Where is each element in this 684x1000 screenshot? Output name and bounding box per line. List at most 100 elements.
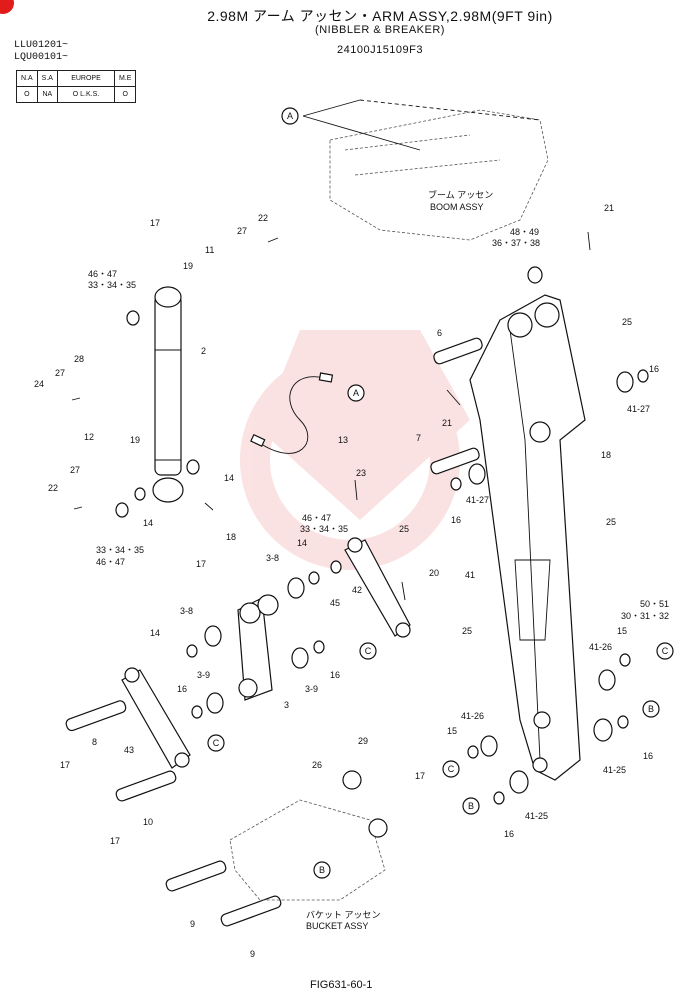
label-14-c: 14 <box>297 538 307 548</box>
label-18-b: 18 <box>601 450 611 460</box>
label-25-c: 25 <box>606 517 616 527</box>
label-27-a: 27 <box>237 226 247 236</box>
label-3-8-a: 3-8 <box>266 553 279 563</box>
callout-b-lower: B <box>468 801 474 811</box>
region-value-me: O <box>113 86 137 103</box>
label-26: 26 <box>312 760 322 770</box>
label-50-51: 50・51 <box>640 599 669 609</box>
label-25-b: 25 <box>399 524 409 534</box>
label-15-a: 15 <box>617 626 627 636</box>
label-41-27-b: 41-27 <box>466 495 489 505</box>
callout-a-boom: A <box>287 111 293 121</box>
label-9-b: 9 <box>250 949 255 959</box>
region-value-sa: NA <box>36 86 58 103</box>
label-33-35-a: 33・34・35 <box>88 280 136 290</box>
label-41-25-a: 41-25 <box>603 765 626 775</box>
label-41-26-a: 41-26 <box>589 642 612 652</box>
label-11: 11 <box>205 245 214 255</box>
callout-c-lower: C <box>448 764 455 774</box>
label-46-47-c: 46・47 <box>96 557 125 567</box>
bucket-assy-label: BUCKET ASSY <box>306 921 368 931</box>
label-28: 28 <box>74 354 84 364</box>
label-16-c: 16 <box>330 670 340 680</box>
bolts <box>71 231 591 601</box>
corner-marker <box>0 0 14 14</box>
label-46-47-b: 46・47 <box>302 513 331 523</box>
bucket-assy-jp: バケット アッセン <box>306 910 381 920</box>
label-17-d: 17 <box>110 836 120 846</box>
label-33-35-c: 33・34・35 <box>96 545 144 555</box>
hydraulic-hose <box>257 376 326 454</box>
bucket-outline <box>229 770 388 901</box>
label-48-49: 48・49 <box>510 227 539 237</box>
figure-id: FIG631-60-1 <box>310 979 373 991</box>
label-41-27-a: 41-27 <box>627 404 650 414</box>
boom-assy-jp: ブーム アッセン <box>428 189 493 200</box>
label-43: 43 <box>124 745 134 755</box>
region-value-row: O NA O L.K.S. O <box>16 86 137 103</box>
label-21-b: 21 <box>442 418 452 428</box>
label-27-b: 27 <box>55 368 65 378</box>
label-16-d: 16 <box>177 684 187 694</box>
boom-assy-label: BOOM ASSY <box>430 202 484 212</box>
label-14-b: 14 <box>143 518 153 528</box>
label-3-9-a: 3-9 <box>197 670 210 680</box>
region-header-row: N.A S.A EUROPE M.E <box>16 70 137 87</box>
pins <box>65 337 483 927</box>
label-21-a: 21 <box>604 203 614 213</box>
boom-outline <box>302 99 549 241</box>
callout-b-arm: B <box>648 704 654 714</box>
label-16-f: 16 <box>504 829 514 839</box>
label-16-b: 16 <box>451 515 461 525</box>
label-24: 24 <box>34 379 44 389</box>
label-14-a: 14 <box>224 473 234 483</box>
label-22-b: 22 <box>48 483 58 493</box>
label-8: 8 <box>92 737 97 747</box>
label-3-9-b: 3-9 <box>305 684 318 694</box>
label-7: 7 <box>416 433 421 443</box>
label-17-a: 17 <box>150 218 160 228</box>
label-16-a: 16 <box>649 364 659 374</box>
hydraulic-cylinder <box>152 286 184 503</box>
label-18-a: 18 <box>226 532 236 542</box>
label-36-38: 36・37・38 <box>492 238 540 248</box>
label-41-26-b: 41-26 <box>461 711 484 721</box>
label-29: 29 <box>358 736 368 746</box>
label-17-c: 17 <box>60 760 70 770</box>
label-19-a: 19 <box>183 261 193 271</box>
diagram-subtitle: (NIBBLER & BREAKER) <box>315 24 445 36</box>
link-assembly <box>121 537 411 769</box>
callout-c-pin: C <box>213 738 220 748</box>
label-10: 10 <box>143 817 153 827</box>
label-25-d: 25 <box>462 626 472 636</box>
label-22-a: 22 <box>258 213 268 223</box>
label-13: 13 <box>338 435 348 445</box>
callout-markers: A A B B B C C C C <box>207 107 674 879</box>
label-2: 2 <box>201 346 206 356</box>
callout-c-link: C <box>365 646 372 656</box>
bushings-and-washers <box>115 266 649 805</box>
assembly-part-number: 24100J15109F3 <box>336 44 423 56</box>
label-27-c: 27 <box>70 465 80 475</box>
label-20: 20 <box>429 568 439 578</box>
callout-a-hose: A <box>353 388 359 398</box>
label-6: 6 <box>437 328 442 338</box>
label-33-35-b: 33・34・35 <box>300 524 348 534</box>
label-3: 3 <box>284 700 289 710</box>
label-23: 23 <box>356 468 366 478</box>
diagram-title: 2.98M アーム アッセン・ARM ASSY,2.98M(9FT 9in) <box>207 8 553 24</box>
label-41-25-b: 41-25 <box>525 811 548 821</box>
serial-numbers: LLU01201~ LQU00101~ <box>14 40 68 64</box>
arm-body <box>469 294 586 781</box>
label-16-e: 16 <box>643 751 653 761</box>
label-25-a: 25 <box>622 317 632 327</box>
label-3-8-b: 3-8 <box>180 606 193 616</box>
label-14-d: 14 <box>150 628 160 638</box>
part-number-labels: 2 3 3-8 3-8 3-9 3-9 6 7 8 9 9 10 11 12 1… <box>34 203 669 959</box>
label-17-b: 17 <box>196 559 206 569</box>
label-15-b: 15 <box>447 726 457 736</box>
callout-c-arm: C <box>662 646 669 656</box>
label-41: 41 <box>465 570 475 580</box>
serial-1: LLU01201~ <box>14 40 69 51</box>
